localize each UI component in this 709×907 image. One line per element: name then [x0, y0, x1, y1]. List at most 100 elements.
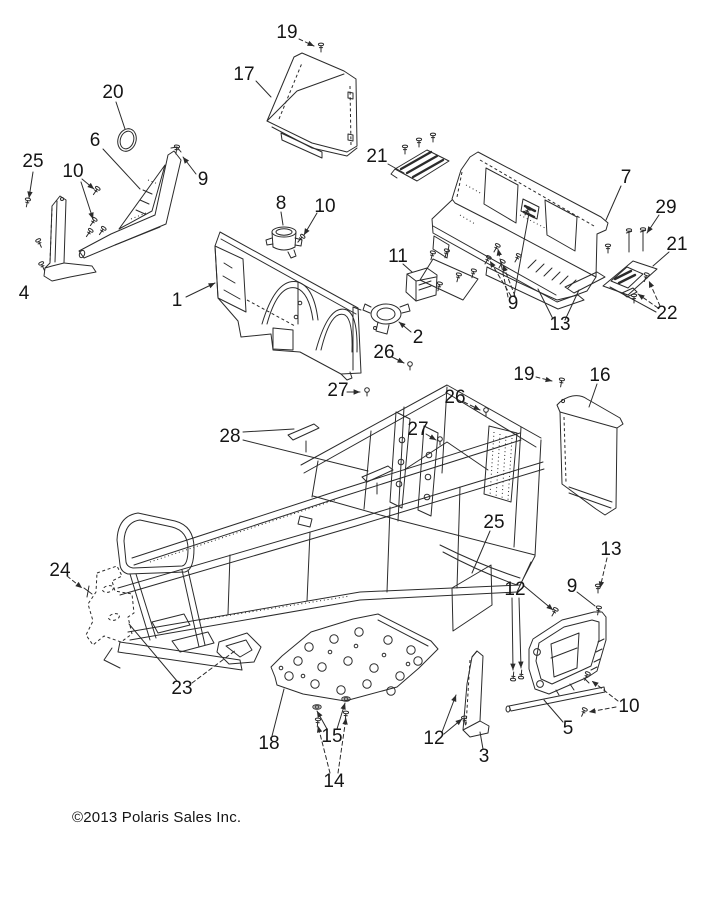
leader-line [391, 356, 405, 364]
part-callout-27: 27 [407, 419, 429, 440]
leader-line [513, 212, 530, 297]
leader-line [646, 214, 660, 234]
part-callout-16: 16 [589, 365, 611, 386]
leader-line [80, 181, 94, 220]
leader-line [298, 38, 315, 47]
part-callout-9: 9 [197, 169, 209, 190]
part-callout-10: 10 [62, 161, 84, 182]
part-28-trim-strips [287, 423, 394, 495]
leader-line [242, 439, 369, 472]
part-callout-21: 21 [366, 146, 388, 167]
part-callout-18: 18 [258, 733, 280, 754]
part-8-cup [265, 226, 303, 259]
part-callout-19: 19 [276, 22, 298, 43]
leader-line [336, 702, 346, 730]
leader-line [510, 597, 516, 671]
leader-line [303, 212, 318, 236]
leader-line [502, 264, 516, 297]
part-callout-24: 24 [49, 560, 71, 581]
leader-line [280, 211, 284, 226]
leader-line [543, 699, 564, 723]
part-callout-21: 21 [666, 234, 688, 255]
leader-line [337, 717, 348, 774]
leader-line [185, 282, 216, 298]
part-callout-12: 12 [423, 728, 445, 749]
leader-line [191, 649, 237, 684]
leader-line [576, 591, 596, 607]
leader-line [443, 718, 463, 735]
part-callout-25: 25 [22, 151, 44, 172]
copyright-text: ©2013 Polaris Sales Inc. [72, 809, 242, 826]
leader-line [316, 710, 328, 730]
part-callout-28: 28 [219, 426, 241, 447]
part-callout-27: 27 [327, 380, 349, 401]
part-callout-9: 9 [566, 576, 578, 597]
leader-line [316, 725, 331, 774]
leader-line [425, 433, 437, 441]
leader-line [489, 260, 512, 297]
part-callout-20: 20 [102, 82, 124, 103]
leader-line [102, 148, 141, 190]
part-7-box-panel [431, 151, 609, 310]
part-11-bracket [405, 247, 479, 302]
leader-line [182, 156, 197, 175]
part-callout-9: 9 [507, 293, 519, 314]
leader-line [387, 163, 405, 174]
leader-line [564, 289, 580, 321]
part-6-support-frame [78, 146, 182, 259]
part-callout-4: 4 [18, 283, 30, 304]
leader-lines [27, 38, 670, 774]
part-25-sheet [451, 564, 493, 632]
leader-line [591, 680, 619, 702]
part-callout-5: 5 [562, 718, 574, 739]
leader-line [242, 428, 295, 433]
part-4-panel [43, 195, 97, 282]
part-17-cab-panel [266, 52, 358, 159]
part-callout-26: 26 [444, 387, 466, 408]
part-callout-14: 14 [323, 771, 345, 792]
part-1-main-panel [214, 231, 362, 381]
part-21-right-vent-assembly [602, 260, 658, 298]
leader-line [128, 623, 178, 682]
leader-line [535, 376, 553, 383]
leader-line [537, 288, 554, 320]
leader-line [271, 688, 285, 737]
part-callout-23: 23 [171, 678, 193, 699]
part-20-ring [117, 128, 137, 152]
leader-line [609, 286, 657, 313]
part-callout-3: 3 [478, 746, 490, 767]
part-callout-2: 2 [412, 327, 424, 348]
part-callout-7: 7 [620, 167, 632, 188]
leader-line [402, 263, 413, 273]
part-callout-29: 29 [655, 197, 677, 218]
part-callout-6: 6 [89, 130, 101, 151]
part-callout-17: 17 [233, 64, 255, 85]
part-3-panel [462, 650, 490, 738]
part-callout-15: 15 [321, 726, 343, 747]
leader-line [471, 530, 491, 574]
leader-line [66, 575, 83, 589]
part-callout-13: 13 [600, 539, 622, 560]
part-callout-1: 1 [171, 290, 183, 311]
part-callout-10: 10 [314, 196, 336, 217]
part-callout-26: 26 [373, 342, 395, 363]
leader-line [605, 185, 622, 221]
part-callout-12: 12 [504, 579, 526, 600]
leader-line [637, 293, 659, 309]
leader-line [81, 178, 95, 190]
leader-line [441, 694, 457, 733]
part-callout-25: 25 [483, 512, 505, 533]
part-2-clamp [362, 303, 411, 335]
leader-line [518, 597, 524, 669]
part-5-door-assembly [505, 611, 607, 713]
leader-line [398, 321, 412, 333]
part-21-left-vent [390, 149, 450, 182]
part-chassis-frame [103, 384, 545, 671]
part-callout-13: 13 [549, 314, 571, 335]
part-24-bracket [83, 565, 135, 646]
leader-line [27, 171, 34, 199]
part-16-panel [556, 395, 624, 516]
leader-line [479, 731, 484, 750]
